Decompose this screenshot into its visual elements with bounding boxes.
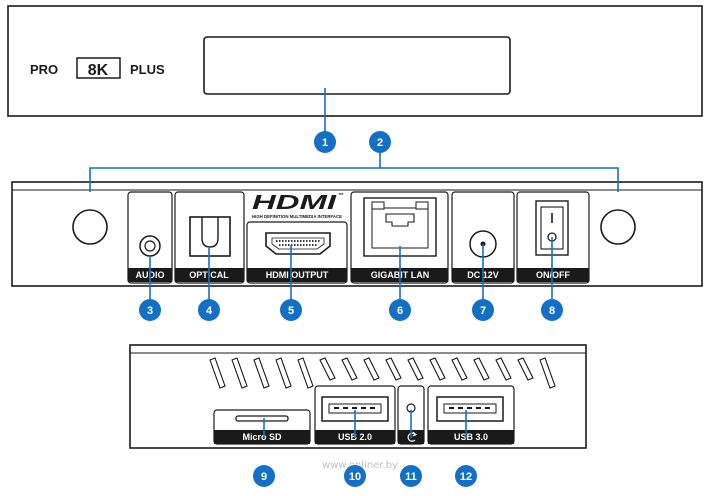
svg-text:12: 12 — [460, 471, 472, 483]
hdmi-port-icon — [265, 232, 331, 255]
brand-plus: PLUS — [130, 62, 165, 77]
power-label-bar — [517, 268, 589, 282]
power-label: ON/OFF — [536, 270, 570, 280]
hdmi-logo: HDMI ™ HIGH DEFINITION MULTIMEDIA INTERF… — [252, 192, 344, 219]
svg-text:3: 3 — [147, 305, 153, 317]
lan-led-left — [371, 201, 385, 210]
optical-port-icon — [189, 216, 231, 257]
vent-slot — [231, 357, 248, 389]
brand-8k-box — [76, 57, 121, 79]
feet-bracket — [89, 167, 619, 192]
microsd-label-bar — [214, 430, 310, 444]
callout-12: 12 — [455, 465, 477, 487]
vent-slot — [385, 357, 402, 381]
front-panel: PRO 8K PLUS — [7, 5, 703, 117]
brand-8k: 8K — [88, 62, 109, 79]
svg-text:8: 8 — [549, 305, 555, 317]
vent-slot — [275, 357, 292, 389]
callout-6: 6 — [389, 299, 411, 321]
hdmi-output-label-bar — [247, 268, 347, 282]
vent-slot — [539, 357, 556, 389]
usb3-label: USB 3.0 — [454, 432, 488, 442]
callouts: 1 2 3 4 5 6 7 8 9 10 11 12 — [139, 88, 563, 487]
hdmi-logo-text: HDMI — [252, 192, 337, 214]
svg-text:2: 2 — [377, 137, 383, 149]
vent-slot — [209, 357, 226, 389]
vent-slot — [253, 357, 270, 389]
vent-slots — [209, 357, 556, 389]
svg-text:5: 5 — [288, 305, 294, 317]
callout-1: 1 — [314, 131, 336, 153]
vent-slot — [341, 357, 358, 381]
svg-text:10: 10 — [349, 471, 361, 483]
svg-text:4: 4 — [206, 305, 213, 317]
callout-9: 9 — [253, 465, 275, 487]
back-panel: AUDIO OPTICAL HDMI ™ HIGH DEFINITION MUL… — [11, 167, 703, 287]
usb3-port-group: USB 3.0 — [427, 385, 515, 445]
vent-slot — [319, 357, 336, 381]
vent-slot — [407, 357, 424, 381]
microsd-slot-group: Micro SD — [213, 409, 311, 445]
microsd-slot-icon — [235, 415, 289, 422]
callout-11: 11 — [400, 465, 422, 487]
hdmi-logo-subtitle: HIGH DEFINITION MULTIMEDIA INTERFACE — [252, 214, 342, 219]
vent-slot — [451, 357, 468, 381]
svg-text:7: 7 — [480, 305, 486, 317]
vent-slot — [517, 357, 534, 381]
vent-slot — [473, 357, 490, 381]
microsd-label: Micro SD — [242, 432, 282, 442]
callout-5: 5 — [280, 299, 302, 321]
lan-led-right — [415, 201, 429, 210]
reset-icon — [407, 431, 418, 442]
callout-8: 8 — [541, 299, 563, 321]
side-panel: Micro SD USB 2.0 — [129, 344, 587, 449]
brand-logo: PRO 8K PLUS — [30, 57, 165, 79]
rubber-foot-right — [600, 209, 636, 245]
front-display-window — [203, 36, 511, 95]
hdmi-output-label: HDMI OUTPUT — [266, 270, 329, 280]
vent-slot — [297, 357, 314, 389]
svg-text:1: 1 — [322, 137, 328, 149]
callout-7: 7 — [472, 299, 494, 321]
optical-port-group: OPTICAL — [174, 191, 245, 284]
power-switch-group: ON/OFF — [516, 191, 590, 284]
svg-text:9: 9 — [261, 471, 267, 483]
usb3-label-bar — [428, 430, 514, 444]
svg-text:11: 11 — [405, 471, 417, 483]
vent-slot — [363, 357, 380, 381]
watermark: www.onliner.by — [322, 460, 398, 471]
callout-2: 2 — [369, 131, 391, 153]
hdmi-logo-tm: ™ — [338, 192, 344, 199]
callout-3: 3 — [139, 299, 161, 321]
callout-4: 4 — [198, 299, 220, 321]
callout-10: 10 — [344, 465, 366, 487]
rubber-foot-left — [72, 209, 108, 245]
svg-text:6: 6 — [397, 305, 403, 317]
vent-slot — [429, 357, 446, 381]
brand-pro: PRO — [30, 62, 58, 77]
vent-slot — [495, 357, 512, 381]
hdmi-output-port-group: HDMI OUTPUT — [246, 221, 348, 284]
